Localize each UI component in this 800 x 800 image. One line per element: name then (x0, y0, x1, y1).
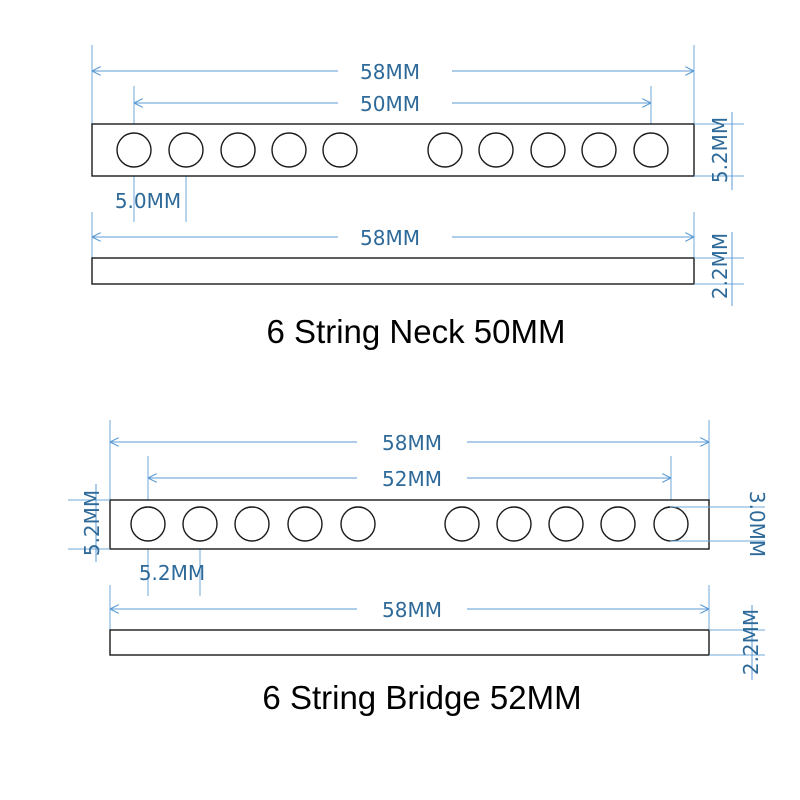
neck-hole-9 (581, 132, 617, 168)
neck-title: 6 String Neck 50MM (267, 313, 566, 350)
bridge-span-label: 52MM (382, 467, 442, 491)
neck-hole-10 (633, 132, 669, 168)
bridge-hole-10 (653, 506, 689, 542)
neck-hole-5 (322, 132, 358, 168)
bridge-hole-9 (600, 506, 636, 542)
bridge-side-view (109, 629, 710, 656)
bridge-hole-8 (548, 506, 584, 542)
neck-hole-8 (530, 132, 566, 168)
bridge-title: 6 String Bridge 52MM (262, 679, 581, 716)
neck-length-label: 58MM (360, 60, 420, 84)
bridge-holes (130, 506, 689, 542)
bridge-hole-2 (182, 506, 218, 542)
neck-side-view (91, 257, 695, 285)
neck-side-length-label: 58MM (360, 226, 420, 250)
neck-thickness-label: 2.2MM (708, 233, 732, 299)
bridge-hole-4 (287, 506, 323, 542)
neck-hole-dia-label: 5.0MM (115, 189, 181, 213)
bridge-hole-6 (444, 506, 480, 542)
neck-hole-7 (478, 132, 514, 168)
neck-span-label: 50MM (360, 92, 420, 116)
neck-height-label: 5.2MM (708, 117, 732, 183)
bridge-hole-7 (496, 506, 532, 542)
neck-hole-4 (271, 132, 307, 168)
neck-hole-2 (168, 132, 204, 168)
bridge-drawing: 58MM 52MM 5.2MM 3.0MM 5.2MM 58MM 2.2MM 6… (68, 420, 769, 716)
bridge-thickness-label: 2.2MM (739, 609, 763, 675)
bridge-height-label: 5.2MM (80, 490, 104, 556)
bridge-side-length-label: 58MM (382, 598, 442, 622)
bridge-length-label: 58MM (382, 431, 442, 455)
neck-hole-3 (220, 132, 256, 168)
neck-holes (116, 132, 669, 168)
bridge-hole-5 (340, 506, 376, 542)
neck-hole-1 (116, 132, 152, 168)
bridge-hole-1 (130, 506, 166, 542)
neck-hole-6 (427, 132, 463, 168)
bridge-hole-dia-label: 5.2MM (139, 561, 205, 585)
neck-drawing: 58MM 50MM 5.2MM 5.0MM 58MM 2.2MM 6 Strin… (91, 45, 744, 350)
bridge-hole-3 (234, 506, 270, 542)
bridge-offset-label: 3.0MM (745, 491, 769, 557)
